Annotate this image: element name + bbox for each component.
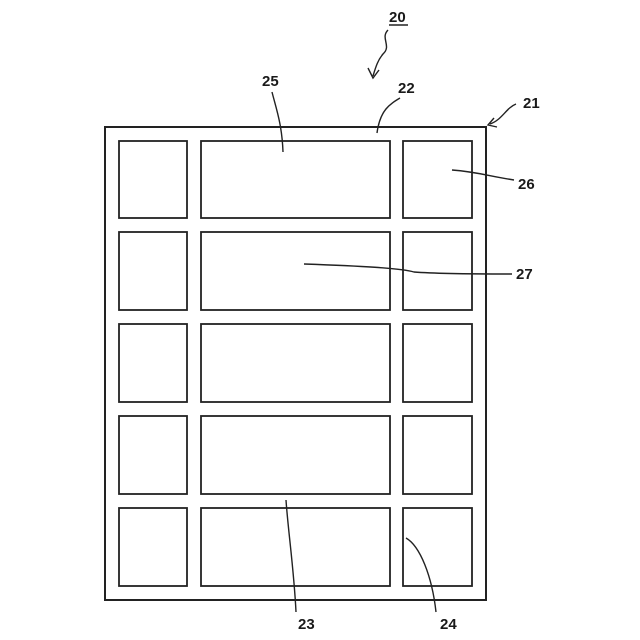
cell-r4-c1 bbox=[119, 416, 187, 494]
label-22: 22 bbox=[398, 80, 415, 97]
cell-r2-c3 bbox=[403, 232, 472, 310]
label-21: 21 bbox=[523, 95, 540, 112]
cell-grid bbox=[119, 141, 472, 586]
label-27: 27 bbox=[516, 266, 533, 283]
cell-r4-c2 bbox=[201, 416, 390, 494]
cell-r1-c1 bbox=[119, 141, 187, 218]
cell-r5-c3 bbox=[403, 508, 472, 586]
cell-r2-c1 bbox=[119, 232, 187, 310]
cell-r1-c2 bbox=[201, 141, 390, 218]
leader-20 bbox=[373, 30, 388, 76]
label-25: 25 bbox=[262, 73, 279, 90]
cell-r5-c2 bbox=[201, 508, 390, 586]
label-23: 23 bbox=[298, 616, 315, 633]
cell-r5-c1 bbox=[119, 508, 187, 586]
cell-r1-c3 bbox=[403, 141, 472, 218]
label-20: 20 bbox=[389, 9, 406, 26]
cell-r2-c2 bbox=[201, 232, 390, 310]
cell-r3-c2 bbox=[201, 324, 390, 402]
cell-r4-c3 bbox=[403, 416, 472, 494]
cell-r3-c1 bbox=[119, 324, 187, 402]
leader-21 bbox=[490, 104, 516, 124]
label-26: 26 bbox=[518, 176, 535, 193]
label-24: 24 bbox=[440, 616, 457, 633]
cell-r3-c3 bbox=[403, 324, 472, 402]
